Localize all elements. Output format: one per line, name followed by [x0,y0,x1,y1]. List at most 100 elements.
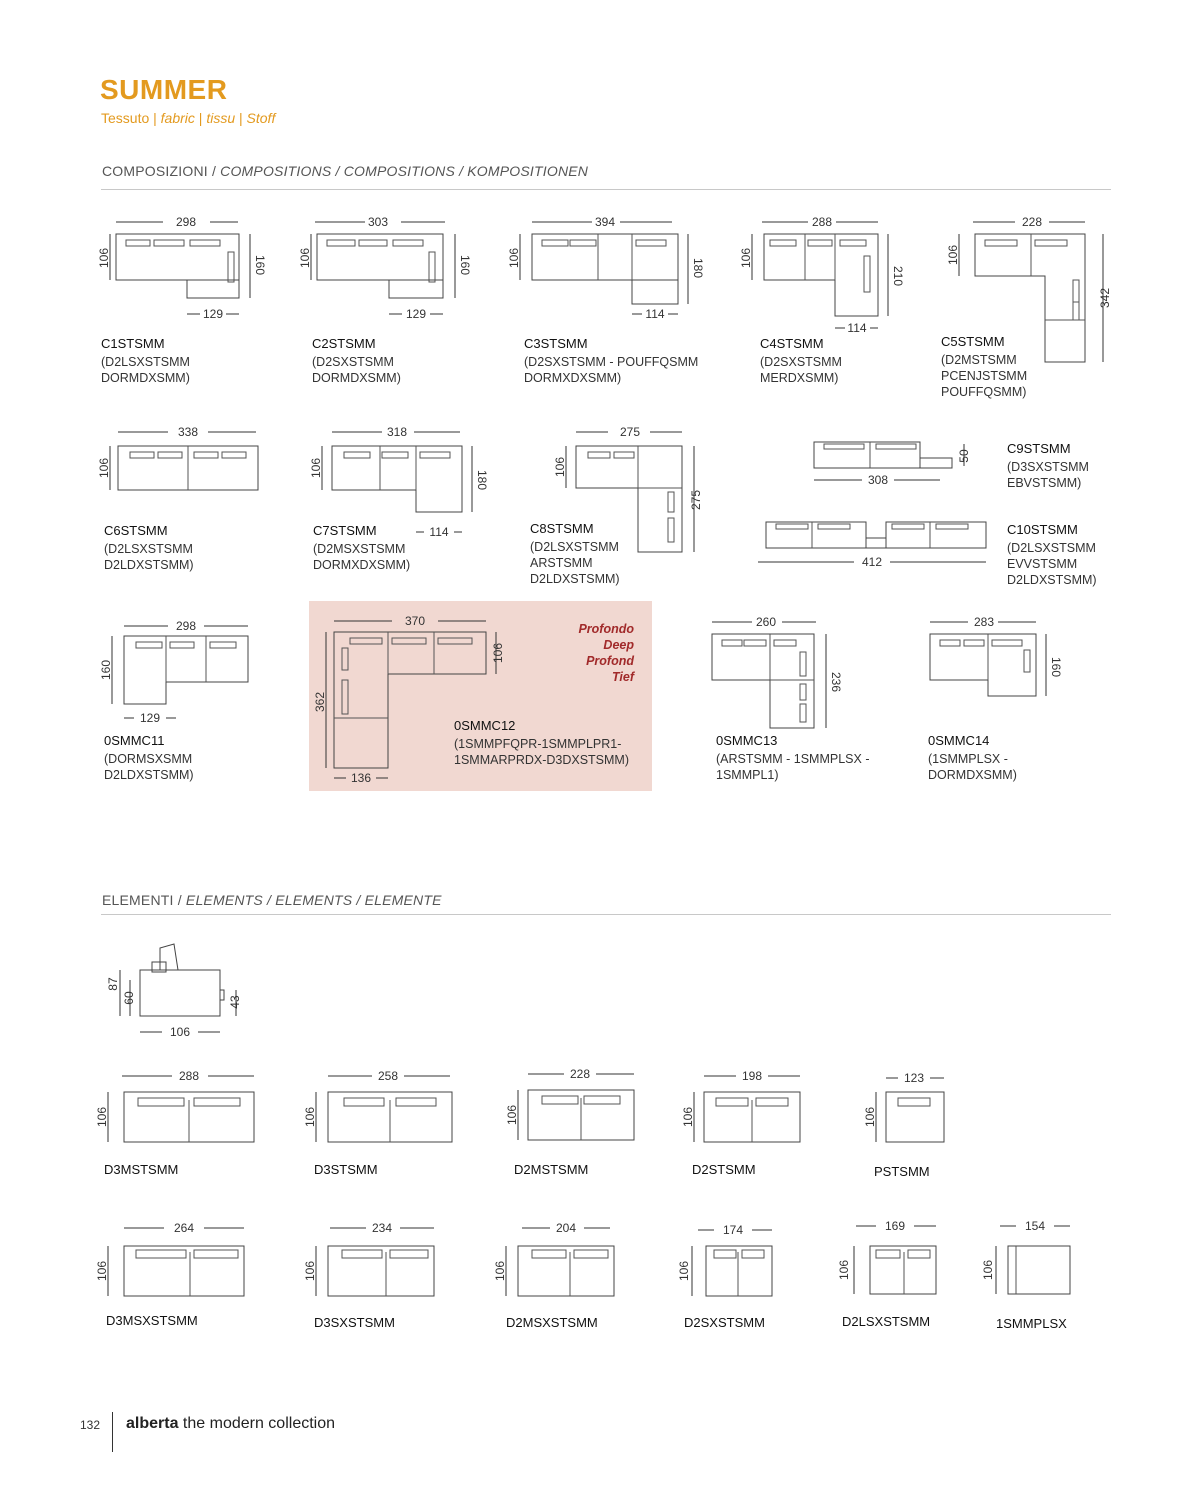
composition-drawing: 298 106 160 129 [97,215,267,321]
element-width: 123 [904,1071,924,1085]
element-width: 169 [885,1219,905,1233]
composition-code: 0SMMC11 [104,733,165,748]
element-code: D3MSXSTSMM [106,1313,198,1328]
element-code: D3SXSTSMM [314,1315,395,1330]
side-height-total: 87 [106,977,120,991]
subtitle-en: fabric [160,110,195,126]
chaise-dimension: 129 [140,711,160,725]
depth-dimension: 50 [957,449,971,463]
depth-dimension: 106 [507,248,521,268]
chaise-dimension: 129 [203,307,223,321]
height-dimension: 160 [458,255,472,275]
composition-desc: (D2SXSTSMM MERDXSMM) [760,355,842,385]
composition-drawing: 298 160 129 [99,619,249,725]
composition-drawing: 412 [758,521,987,569]
composition-desc: (D2SXSTSMM DORMDXSMM) [312,355,401,385]
subtitle-de: Stoff [246,110,276,126]
height-dimension: 236 [829,672,843,692]
element-code: D2SXSTSMM [684,1315,765,1330]
element-code: D2MSTSMM [514,1162,589,1177]
element-depth: 106 [677,1261,691,1281]
element-code: PSTSMM [874,1164,930,1179]
composition-drawing: 394 106 180 114 [507,215,705,321]
deep-label-fr: Profond [586,654,634,668]
composition-desc: (D3SXSTSMM EBVSTSMM) [1007,460,1089,490]
element-depth: 106 [681,1107,695,1127]
width-dimension: 283 [974,615,994,629]
element-depth: 106 [493,1261,507,1281]
composition-code: 0SMMC14 [928,733,990,748]
element-code: D2LSXSTSMM [842,1314,931,1329]
element-width: 174 [723,1223,743,1237]
width-dimension: 288 [812,215,832,229]
element-depth: 106 [95,1107,109,1127]
compositions-heading: COMPOSIZIONI / COMPOSITIONS / COMPOSITIO… [102,163,589,179]
element-drawing: 234 106 [303,1221,435,1297]
chaise-dimension: 136 [351,771,371,785]
depth-dimension: 106 [946,245,960,265]
deep-label: Profondo Deep Profond Tief [578,621,634,685]
composition-drawing: 338 106 [97,425,259,491]
section-divider [101,189,1111,190]
composition-code: C3STSMM [524,336,588,351]
composition-drawing: 260 236 [711,615,843,729]
composition-code: C5STSMM [941,334,1005,349]
element-code: D2STSMM [692,1162,756,1177]
height-dimension: 180 [691,258,705,278]
height-dimension: 180 [475,470,489,490]
width-dimension: 412 [862,555,882,569]
width-dimension: 298 [176,619,196,633]
element-drawing: 123 106 [863,1071,945,1143]
composition-desc: (D2LSXSTSMM D2LDXSTSMM) [104,542,194,572]
element-width: 204 [556,1221,576,1235]
composition-code: C9STSMM [1007,441,1071,456]
element-depth: 106 [981,1260,995,1280]
deep-highlight-box: Profondo Deep Profond Tief [309,601,652,791]
depth-dimension: 106 [739,248,753,268]
composition-code: C7STSMM [313,523,377,538]
element-width: 228 [570,1067,590,1081]
element-code: D3MSTSMM [104,1162,179,1177]
chaise-dimension: 129 [406,307,426,321]
depth-dimension: 106 [97,248,111,268]
height-dimension: 160 [253,255,267,275]
composition-code: C10STSMM [1007,522,1078,537]
composition-drawing: 303 106 160 129 [298,215,472,321]
depth-dimension: 106 [97,458,111,478]
element-drawing: 288 106 [95,1069,255,1143]
compositions-heading-it: COMPOSIZIONI [102,163,208,179]
composition-desc: (D2MSTSMM PCENJSTSMM POUFFQSMM) [941,353,1028,399]
element-depth: 106 [303,1107,317,1127]
composition-drawing: 288 106 210 114 [739,215,905,335]
chaise-dimension: 114 [429,525,448,539]
chaise-dimension: 114 [847,321,866,335]
composition-drawing: 283 160 [929,615,1063,697]
width-dimension: 394 [595,215,615,229]
brand-tagline: the modern collection [182,1415,336,1432]
element-depth: 106 [95,1261,109,1281]
side-height-seat: 43 [228,995,242,1009]
width-dimension: 275 [620,425,640,439]
composition-drawing: 275 106 275 [553,425,703,553]
composition-desc: (1SMMPFQPR-1SMMPLPR1- 1SMMARPRDX-D3DXSTS… [454,737,630,767]
element-drawing: 204 106 [493,1221,615,1297]
element-drawing: 264 106 [95,1221,245,1297]
element-depth: 106 [863,1107,877,1127]
width-dimension: 260 [756,615,776,629]
side-width: 106 [170,1025,190,1039]
width-dimension: 228 [1022,215,1042,229]
compositions-heading-other: COMPOSITIONS / COMPOSITIONS / KOMPOSITIO… [220,163,589,179]
composition-code: C2STSMM [312,336,376,351]
height-dimension: 160 [1049,657,1063,677]
element-code: D2MSXSTSMM [506,1315,598,1330]
chaise-dimension: 114 [645,307,664,321]
height-dimension: 275 [689,490,703,510]
element-code: 1SMMPLSX [996,1316,1067,1331]
deep-label-de: Tief [612,670,634,684]
width-dimension: 298 [176,215,196,229]
section-divider [101,914,1111,915]
element-width: 288 [179,1069,199,1083]
subtitle-it: Tessuto [101,110,150,126]
width-dimension: 303 [368,215,388,229]
composition-desc: (D2MSXSTSMM DORMXDXSMM) [313,542,411,572]
